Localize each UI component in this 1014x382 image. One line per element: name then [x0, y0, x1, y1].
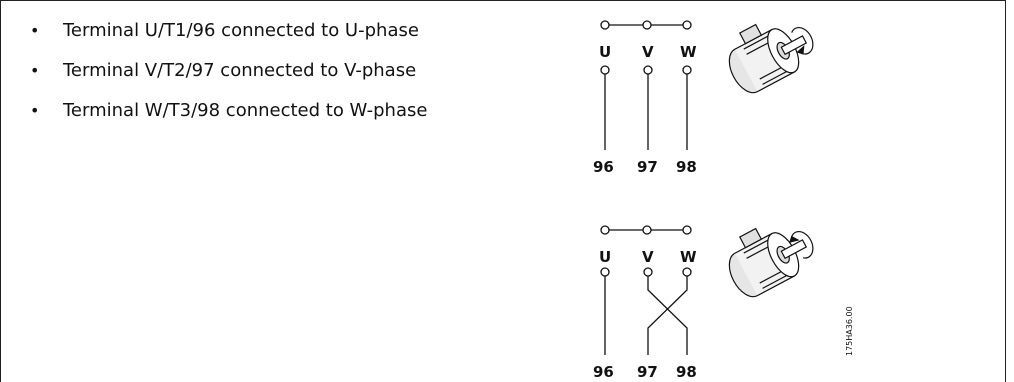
bottom-bus-terminal-u: [600, 225, 610, 235]
motor-icon: [728, 23, 814, 94]
top-bus-terminal-v: [642, 20, 652, 30]
top-label-w: W: [680, 43, 697, 61]
top-wiring-diagram: [600, 20, 692, 150]
top-label-v: V: [642, 43, 654, 61]
bullet-item-w: Terminal W/T3/98 connected to W-phase: [30, 100, 427, 122]
bottom-bus-terminal-w: [682, 225, 692, 235]
bottom-label-w: W: [680, 248, 697, 266]
bottom-label-u: U: [599, 248, 611, 266]
top-terminal-number-96: 96: [593, 158, 614, 176]
bullet-item-v: Terminal V/T2/97 connected to V-phase: [30, 60, 427, 82]
top-terminal-u: [600, 65, 610, 75]
bottom-terminal-number-98: 98: [676, 363, 697, 381]
bottom-wiring-diagram: [600, 225, 692, 355]
bottom-terminal-number-97: 97: [637, 363, 658, 381]
bullet-item-u: Terminal U/T1/96 connected to U-phase: [30, 20, 427, 42]
top-terminal-number-97: 97: [637, 158, 658, 176]
bottom-terminal-u: [600, 267, 610, 277]
top-bus-terminal-u: [600, 20, 610, 30]
top-terminal-number-98: 98: [676, 158, 697, 176]
figure-code: 175HA36.00: [845, 306, 854, 356]
bottom-terminal-w: [682, 267, 692, 277]
top-label-u: U: [599, 43, 611, 61]
bottom-wire-w-crossed: [647, 276, 688, 355]
terminal-list: Terminal U/T1/96 connected to U-phase Te…: [30, 20, 427, 140]
bottom-terminal-v: [643, 267, 653, 277]
bottom-bus-terminal-v: [642, 225, 652, 235]
top-terminal-v: [643, 65, 653, 75]
bottom-terminal-number-96: 96: [593, 363, 614, 381]
motor-icon: [728, 227, 814, 298]
bottom-label-v: V: [642, 248, 654, 266]
top-bus-terminal-w: [682, 20, 692, 30]
bottom-wire-v-crossed: [647, 276, 688, 355]
top-terminal-w: [682, 65, 692, 75]
